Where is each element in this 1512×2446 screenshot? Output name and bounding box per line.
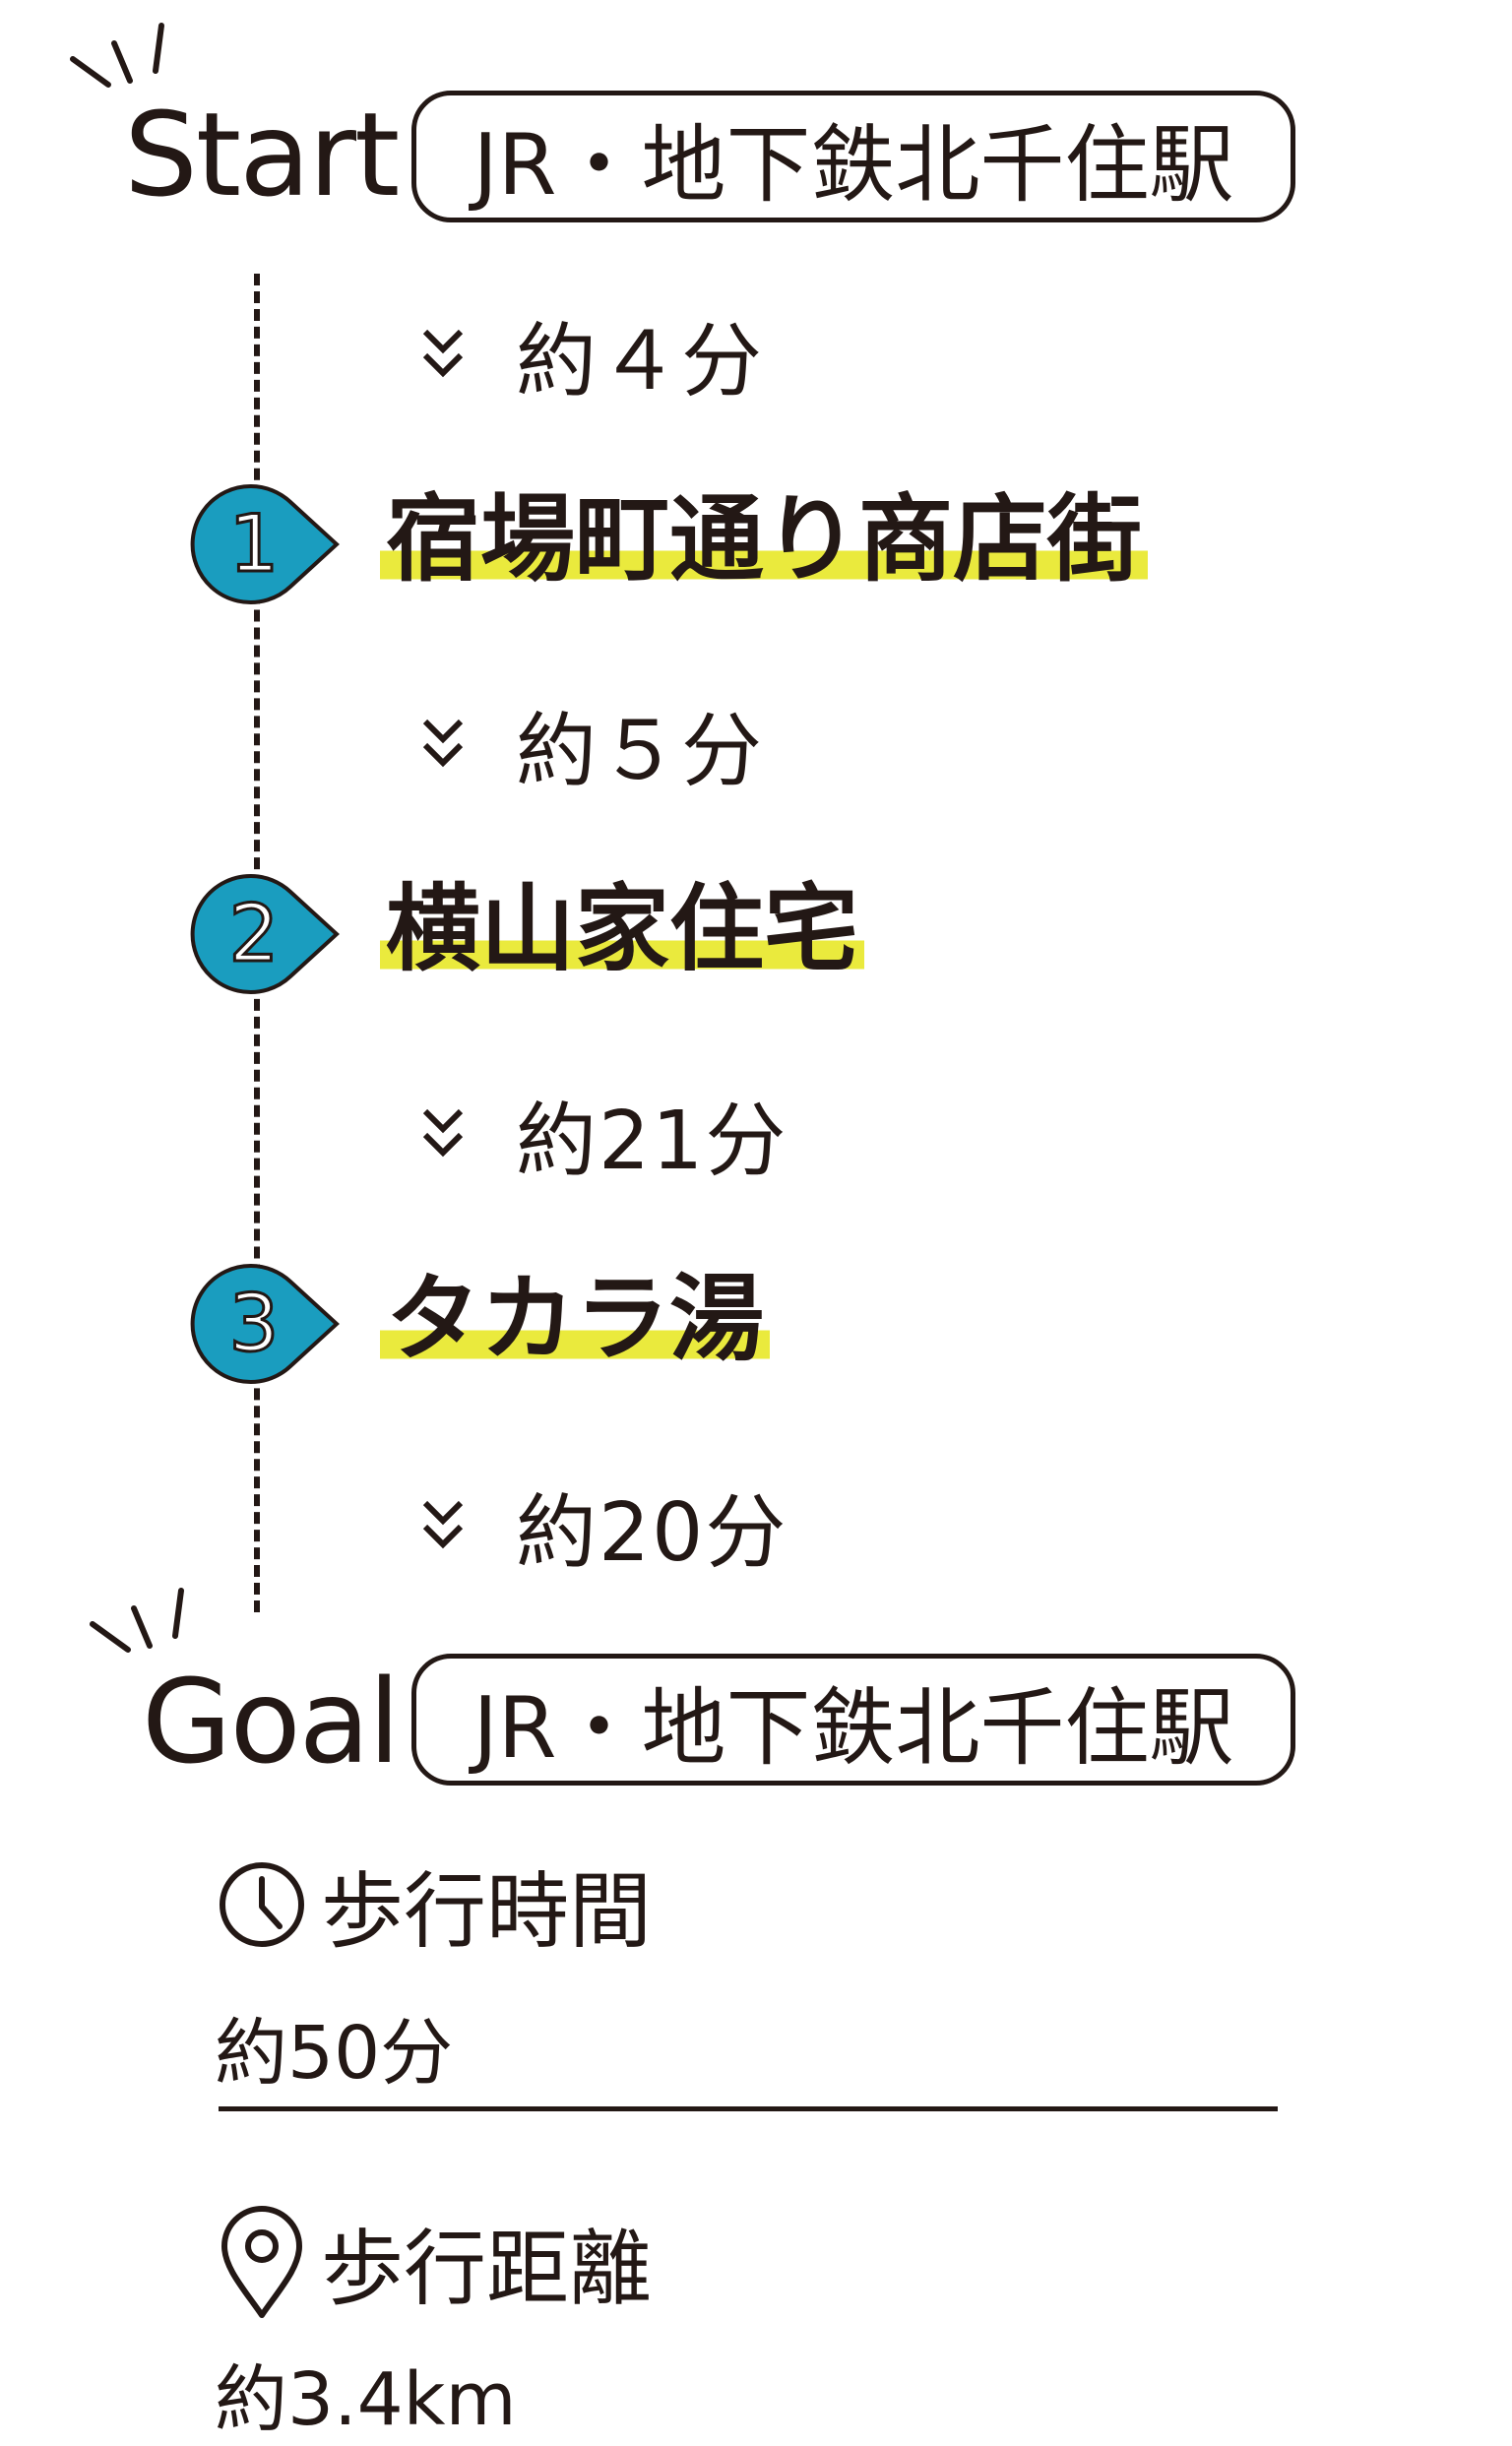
double-chevron-down-icon xyxy=(422,719,464,768)
double-chevron-down-icon xyxy=(422,1500,464,1549)
walking-time-heading: 歩行時間 xyxy=(215,1850,652,1960)
double-chevron-down-icon xyxy=(422,329,464,378)
sparkle-icon xyxy=(90,1588,184,1653)
leg-time-row: 約４分 xyxy=(421,299,764,408)
walking-distance-value: 約3.4km xyxy=(215,2357,517,2442)
stop-number: 2 xyxy=(229,888,280,979)
stop-marker-icon: 3 xyxy=(190,1263,340,1384)
map-pin-icon xyxy=(221,2206,302,2318)
leg-time: 約21分 xyxy=(516,1094,788,1188)
walking-time-title: 歩行時間 xyxy=(321,1862,653,1960)
leg-time: 約４分 xyxy=(516,314,765,408)
start-station: JR・地下鉄北千住駅 xyxy=(411,91,1295,222)
stop-name: 横山家住宅 xyxy=(380,882,864,976)
walking-time-value: 約50分 xyxy=(215,2011,454,2096)
leg-time-row: 約20分 xyxy=(421,1471,788,1580)
double-chevron-down-icon xyxy=(422,1108,464,1158)
stop-number: 3 xyxy=(229,1278,280,1369)
walking-distance-title: 歩行距離 xyxy=(321,2220,653,2317)
leg-time-row: 約21分 xyxy=(421,1079,788,1188)
stop-name: 宿場町通り商店街 xyxy=(380,492,1148,587)
stop-number: 1 xyxy=(229,498,280,590)
goal-station: JR・地下鉄北千住駅 xyxy=(411,1654,1295,1786)
goal-label: Goal xyxy=(142,1654,401,1789)
sparkle-icon xyxy=(70,23,164,88)
stop-marker-icon: 1 xyxy=(190,483,340,604)
summary-divider xyxy=(219,2106,1278,2111)
stop-marker-icon: 2 xyxy=(190,873,340,994)
walking-distance-heading: 歩行距離 xyxy=(215,2201,652,2323)
start-label: Start xyxy=(124,87,400,222)
leg-time: 約５分 xyxy=(516,704,765,798)
clock-icon xyxy=(220,1862,304,1947)
stop-name: タカラ湯 xyxy=(380,1272,770,1366)
leg-time: 約20分 xyxy=(516,1485,788,1580)
leg-time-row: 約５分 xyxy=(421,689,764,798)
